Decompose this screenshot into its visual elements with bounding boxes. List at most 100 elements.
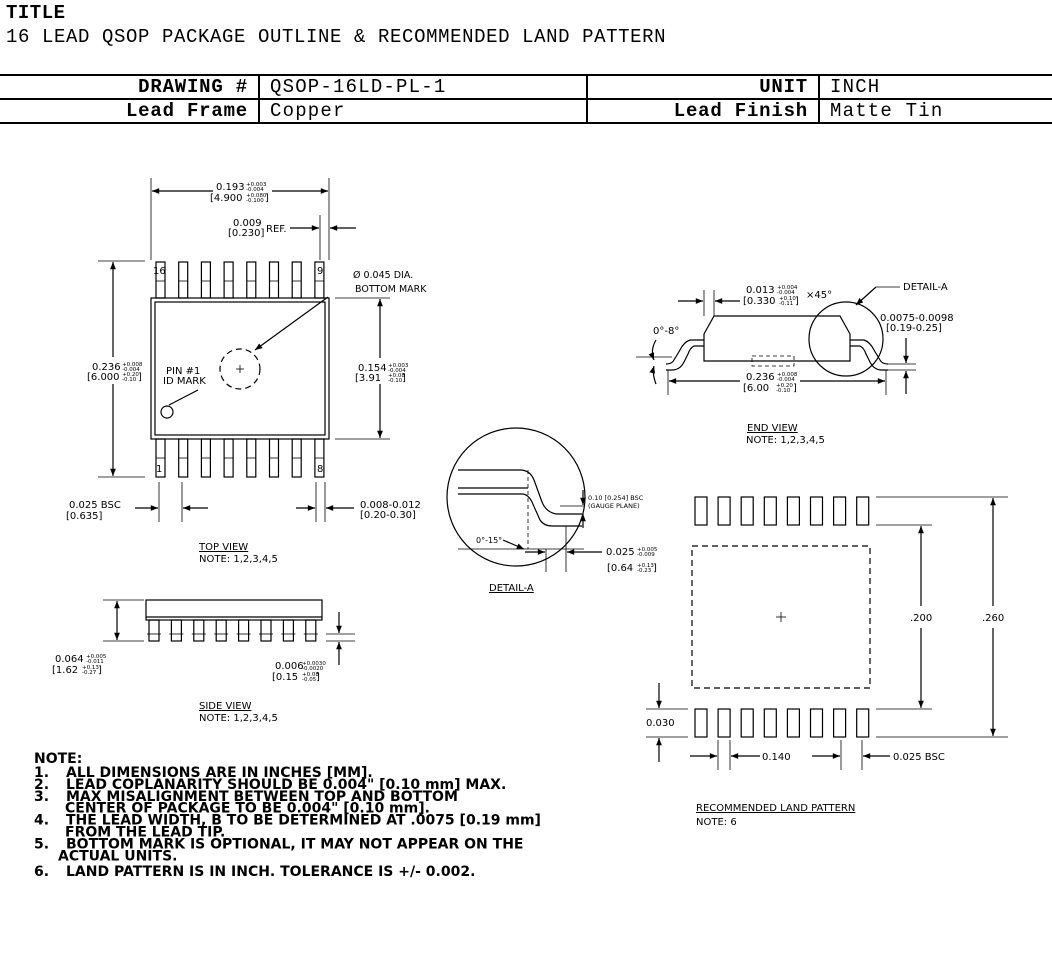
land-pitch-dim: 0.025 BSC	[893, 752, 945, 763]
foot-tol-minus: -0.009	[637, 552, 655, 558]
end-lead-left-inner	[666, 345, 704, 371]
note-number: 2.	[34, 777, 49, 793]
land-pad	[717, 708, 731, 738]
top-view-labels: 0.193 +0.003 -0.004 [4.900 +0.080 -0.100…	[66, 182, 427, 565]
body-width-mm-tol-minus: -0.10	[388, 378, 403, 384]
side-lead	[170, 619, 182, 642]
title-label: TITLE	[6, 2, 66, 24]
unit-value: INCH	[818, 74, 1052, 100]
note-number: 5.	[34, 836, 49, 852]
side-lead	[148, 619, 160, 642]
note-text: MAX MISALIGNMENT BETWEEN TOP AND BOTTOM	[66, 789, 458, 805]
end-lead-left	[665, 339, 704, 365]
overall-width-mm-tol-plus: +0.20	[122, 372, 139, 378]
lead-top	[200, 261, 211, 299]
top-view-title: TOP VIEW	[198, 542, 248, 553]
info-row-1: DRAWING # QSOP-16LD-PL-1 UNIT INCH	[0, 74, 1052, 100]
overall-width-mm-close: ]	[138, 372, 142, 383]
land-outer-dim: .260	[982, 613, 1004, 624]
end-width-tol-minus: -0.004	[777, 377, 795, 383]
unit-label: UNIT	[586, 74, 820, 100]
land-pad	[786, 496, 801, 526]
overall-width-dim: 0.236	[92, 362, 121, 373]
overall-width-tol-plus: +0.008	[122, 362, 143, 368]
pin-16-label: 16	[153, 266, 166, 277]
chamfer-mm-close: ]	[795, 296, 799, 307]
standoff-dim: 0.006	[275, 661, 304, 672]
pin1-mark	[160, 405, 174, 419]
detail-a-title: DETAIL-A	[489, 583, 534, 594]
side-view-labels: 0.064 +0.005 -0.011 [1.62 +0.13 -0.27 ] …	[52, 654, 326, 724]
side-lead	[193, 619, 205, 642]
gauge-label: 0.10 [0.254] BSC	[588, 494, 644, 502]
body-length-mm-tol-minus: -0.100	[246, 198, 264, 204]
side-lead	[260, 619, 272, 642]
detail-a	[446, 427, 602, 572]
bottom-mark	[219, 348, 261, 390]
end-width-mm: [6.00	[743, 383, 769, 394]
land-pad	[809, 708, 824, 738]
land-pad	[694, 496, 708, 526]
end-width-mm-close: ]	[793, 383, 797, 394]
body-width-tol-minus: -0.004	[388, 368, 406, 374]
land-pads-top	[694, 496, 870, 526]
standoff-tol-plus: +0.0030	[302, 661, 326, 667]
pin1-leader	[168, 389, 199, 406]
lead-top	[223, 261, 234, 299]
foot-mm-tol-minus: -0.23	[637, 568, 652, 574]
side-lead	[215, 619, 227, 642]
pin-8-label: 8	[317, 464, 323, 475]
body-width-mm-tol-plus: +0.08	[388, 373, 405, 379]
body-length-dim: 0.193	[216, 182, 245, 193]
pin-9-label: 9	[317, 266, 323, 277]
land-pad	[740, 708, 754, 738]
foot-mm-tol-plus: +0.13	[637, 563, 654, 569]
side-leads	[147, 619, 318, 642]
end-lead-right-inner	[850, 345, 888, 371]
side-lead	[282, 619, 294, 642]
note-number: 6.	[34, 864, 49, 880]
pin-1-label: 1	[156, 464, 162, 475]
gauge-label-2: (GAUGE PLANE)	[588, 502, 640, 510]
land-pattern-note: NOTE: 6	[696, 817, 737, 828]
foot-mm-close: ]	[653, 563, 657, 574]
note-text: FROM THE LEAD TIP.	[65, 825, 225, 841]
side-view	[103, 599, 355, 665]
height-tol-plus: +0.005	[86, 654, 107, 660]
drawing-number-label: DRAWING #	[0, 74, 260, 100]
note-text: ALL DIMENSIONS ARE IN INCHES [MM].	[66, 765, 373, 781]
end-width-dim: 0.236	[746, 372, 775, 383]
overall-width-mm-tol-minus: -0.10	[122, 377, 137, 383]
pin1-label-2: ID MARK	[163, 376, 206, 387]
ref-dim: 0.009	[233, 218, 262, 229]
side-lead	[238, 619, 250, 642]
detail-lead-bottom	[458, 493, 582, 527]
detail-angle: 0°-15°	[476, 536, 502, 545]
end-view-labels: 0.013 +0.004 -0.004 [0.330 +0.10 -0.11 ]…	[653, 282, 954, 446]
side-view-note: NOTE: 1,2,3,4,5	[199, 713, 278, 724]
side-lead	[305, 619, 317, 642]
land-pattern-labels: .200 .260 0.030 0.140 0.025 BSC RECOMMEN…	[646, 613, 1004, 828]
end-angle: 0°-8°	[653, 326, 679, 337]
bottom-leads	[155, 438, 325, 478]
chamfer-angle: ×45°	[806, 290, 832, 301]
land-pads-bottom	[694, 708, 870, 738]
land-pattern-title: RECOMMENDED LAND PATTERN	[696, 803, 855, 814]
bottom-mark-label: Ø 0.045 DIA.	[353, 270, 413, 281]
land-pad	[856, 496, 870, 526]
note-text: THE LEAD WIDTH, B TO BE DETERMINED AT .0…	[66, 813, 541, 829]
pad-length-dim: 0.030	[646, 718, 675, 729]
end-width-mm-tol-minus: -0.10	[776, 388, 791, 394]
end-width-tol-plus: +0.008	[777, 372, 798, 378]
overall-width-tol-minus: -0.004	[122, 367, 140, 373]
height-tol-minus: -0.011	[86, 659, 104, 665]
drawing-info-table: DRAWING # QSOP-16LD-PL-1 UNIT INCH Lead …	[0, 74, 1052, 124]
foot-mm: [0.64	[607, 563, 633, 574]
chamfer-mm-tol-plus: +0.10	[779, 296, 796, 302]
end-view-title: END VIEW	[747, 423, 798, 434]
chamfer-mm: [0.330	[743, 296, 776, 307]
land-inner-dim: .200	[910, 613, 932, 624]
body-width-tol-plus: +0.003	[388, 363, 409, 369]
detail-a-circle	[446, 427, 586, 567]
pitch-dim: 0.025 BSC	[69, 500, 121, 511]
